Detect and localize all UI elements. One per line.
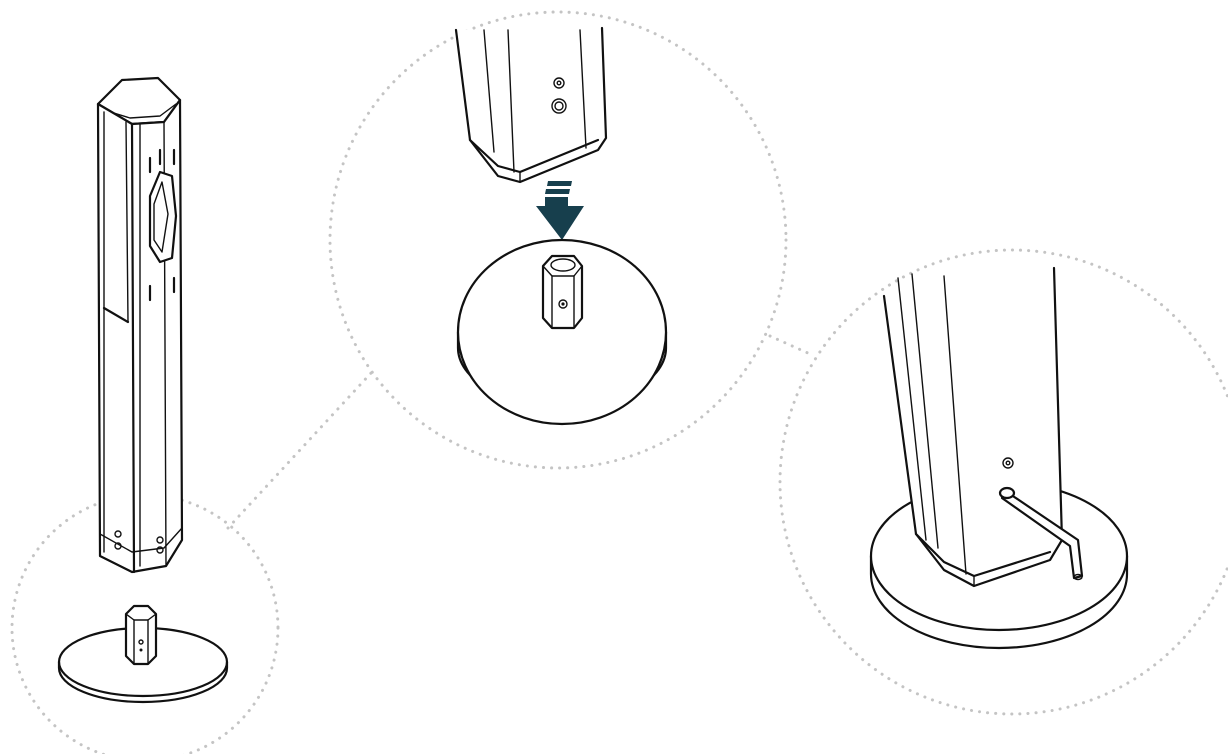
down-arrow <box>536 181 584 240</box>
hex-post <box>543 256 582 328</box>
column-bottom <box>456 28 606 182</box>
column-body <box>98 78 182 572</box>
tighten-with-hex-key-icon <box>871 268 1127 648</box>
lower-column-onto-base-icon <box>456 28 666 424</box>
overview-stand-icon <box>59 78 227 702</box>
overview-base <box>59 606 227 702</box>
